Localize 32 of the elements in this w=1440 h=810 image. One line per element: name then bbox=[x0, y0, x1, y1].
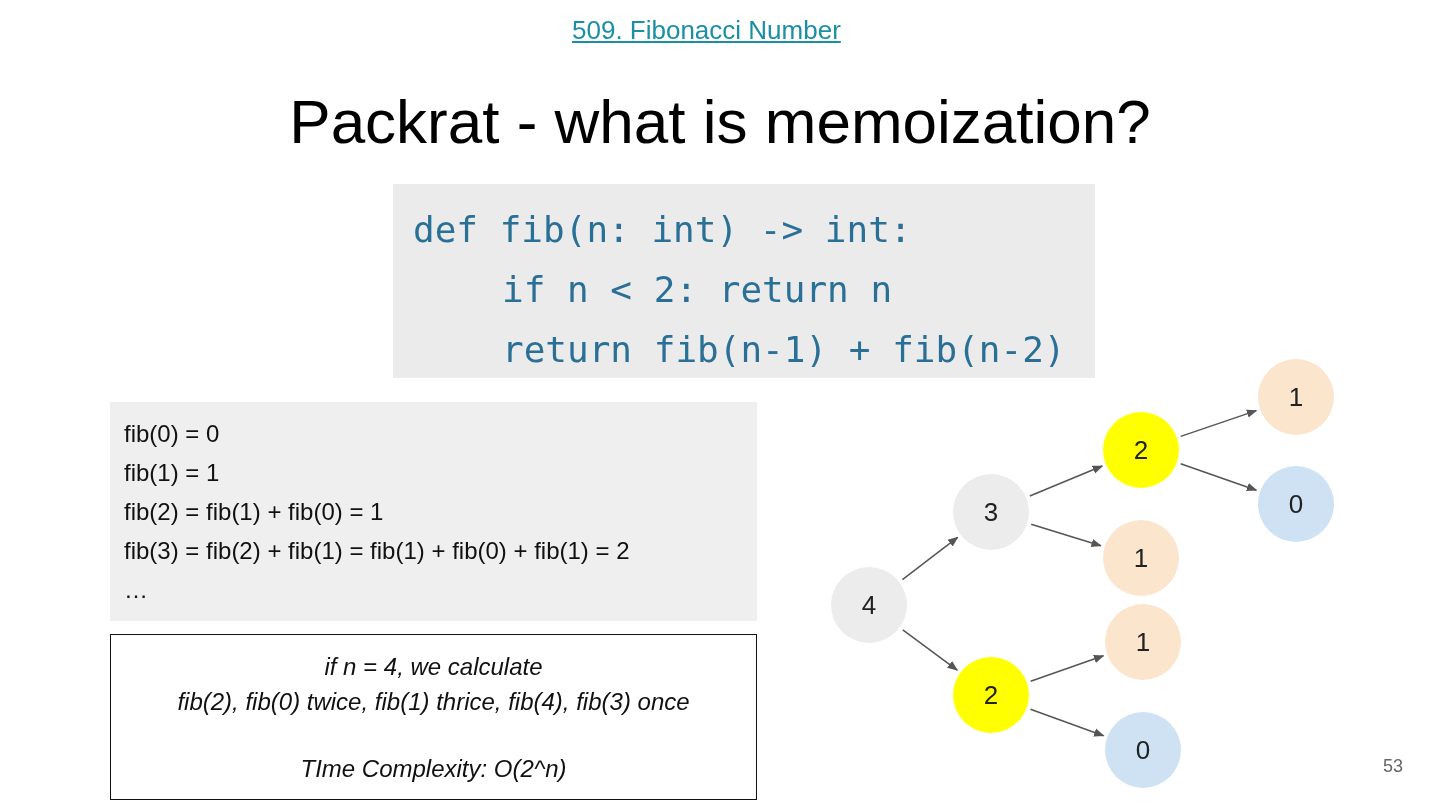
node-value: 1 bbox=[1133, 542, 1149, 574]
arrow bbox=[1029, 465, 1104, 497]
formula-line: fib(0) = 0 bbox=[124, 419, 221, 449]
arrow bbox=[1029, 654, 1105, 682]
node-value: 0 bbox=[1288, 488, 1304, 520]
node-value: 1 bbox=[1135, 626, 1151, 658]
arrow bbox=[1179, 463, 1258, 492]
node-value: 1 bbox=[1288, 381, 1304, 413]
code-line: if n < 2: return n bbox=[501, 268, 894, 312]
node-value: 3 bbox=[983, 496, 999, 528]
node-value: 2 bbox=[983, 679, 999, 711]
page-number: 53 bbox=[1383, 755, 1404, 778]
note-text: TIme Complexity: O(2^n) bbox=[299, 754, 568, 784]
code-line: def fib(n: int) -> int: bbox=[413, 208, 913, 252]
code-line: return fib(n-1) + fib(n-2) bbox=[501, 328, 1067, 372]
problem-link: 509. Fibonacci Number bbox=[572, 14, 841, 46]
node-value: 2 bbox=[1133, 434, 1149, 466]
formula-line: … bbox=[124, 575, 149, 605]
formula-line: fib(3) = fib(2) + fib(1) = fib(1) + fib(0) + fib(1) = 2 bbox=[124, 536, 631, 566]
note-text: fib(2), fib(0) twice, fib(1) thrice, fib(4), fib(3) once bbox=[176, 687, 691, 717]
note-box bbox=[110, 634, 757, 800]
formula-line: fib(2) = fib(1) + fib(0) = 1 bbox=[124, 497, 385, 527]
node-value: 4 bbox=[861, 589, 877, 621]
slide-title: Packrat - what is memoization? bbox=[288, 86, 1152, 158]
arrow bbox=[902, 629, 959, 671]
formula-line: fib(1) = 1 bbox=[124, 458, 221, 488]
node-value: 0 bbox=[1135, 734, 1151, 766]
arrow bbox=[901, 536, 959, 581]
note-text: if n = 4, we calculate bbox=[323, 652, 544, 682]
arrow bbox=[1029, 708, 1105, 737]
arrow bbox=[1030, 523, 1102, 547]
arrow bbox=[1180, 409, 1258, 438]
